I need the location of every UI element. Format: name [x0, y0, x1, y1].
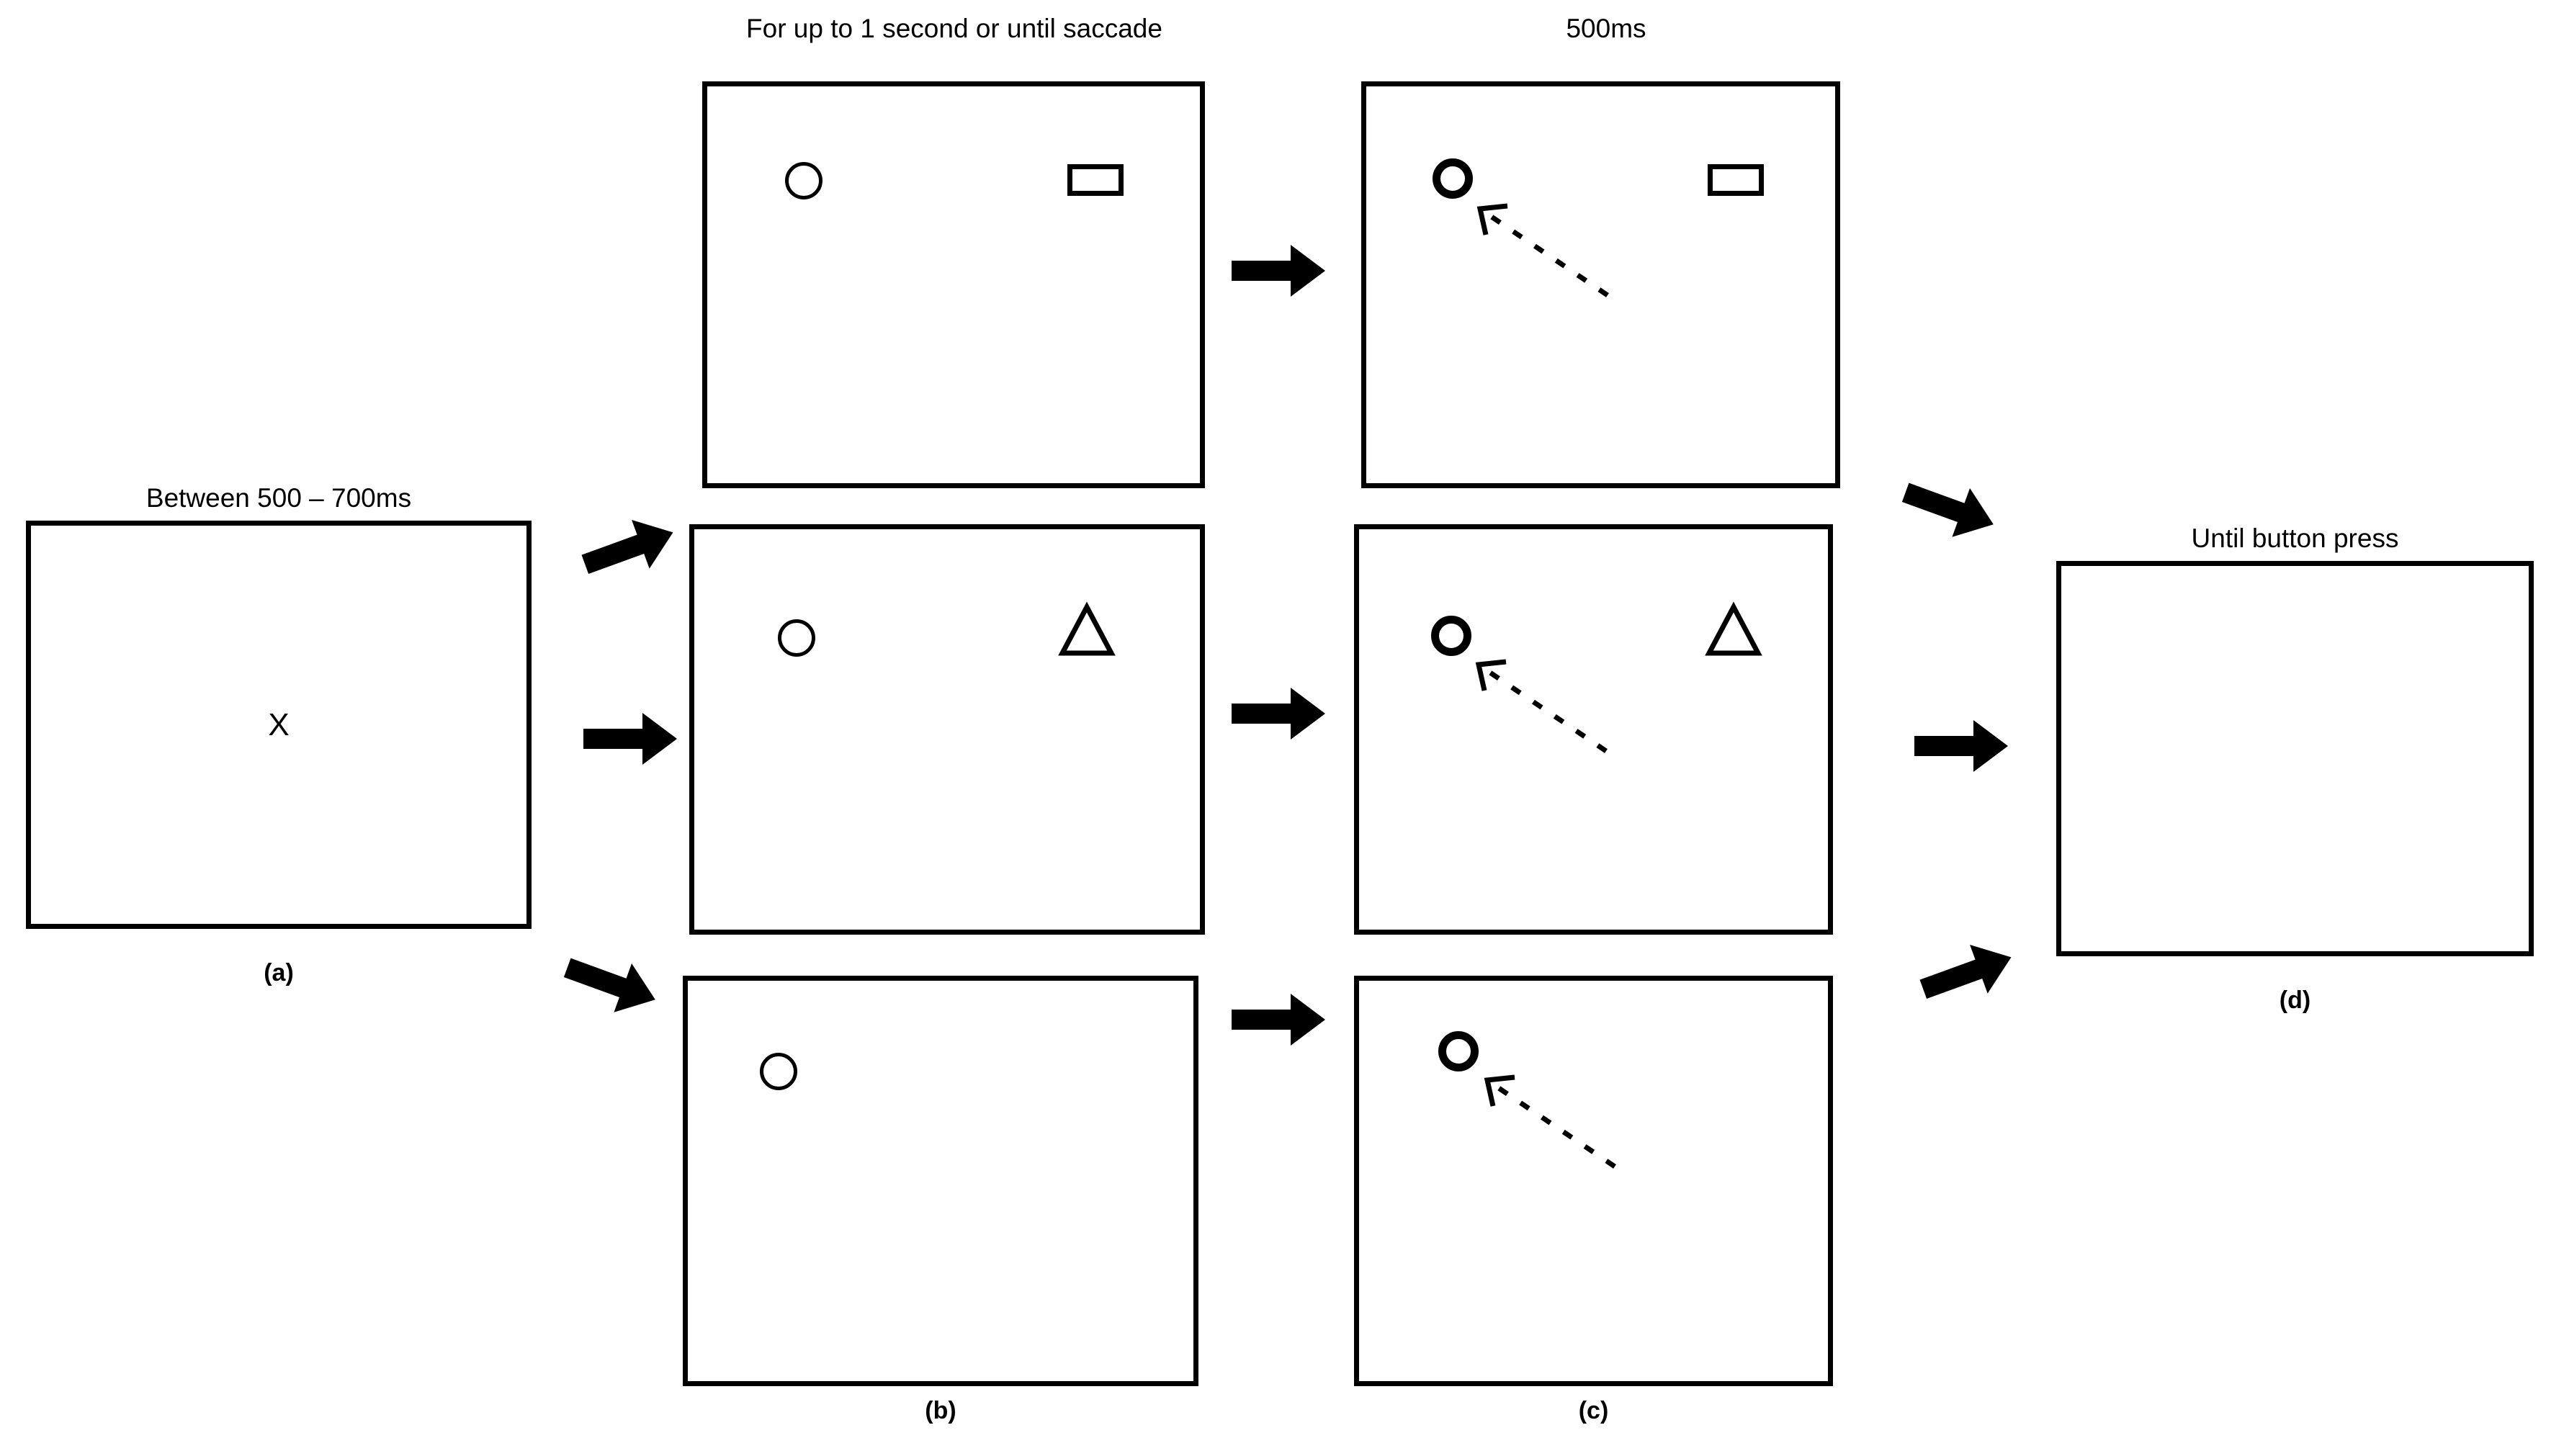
fixation-timing-label: Between 500 – 700ms	[145, 483, 412, 513]
flow-arrows-fixation-to-array	[563, 519, 677, 1012]
panel-letter-c: (c)	[1578, 1397, 1609, 1424]
distractor-triangle	[1705, 601, 1762, 656]
distractor-rectangle	[1067, 164, 1124, 196]
saccade-arrow	[1476, 203, 1609, 297]
search-array-screen-triangle-condition	[689, 524, 1205, 935]
post-saccade-screen-triangle-condition	[1354, 524, 1833, 935]
response-timing-label: Until button press	[2191, 523, 2399, 553]
search-array-screen-rectangle-condition	[702, 81, 1205, 488]
flow-arrows-array-to-post-saccade	[1232, 245, 1325, 1046]
distractor-triangle	[1058, 601, 1116, 656]
panel-letter-d: (d)	[2279, 987, 2311, 1014]
panel-letter-b: (b)	[925, 1397, 956, 1424]
response-screen	[2056, 561, 2534, 956]
post-saccade-screen-no-distractor-condition	[1354, 976, 1833, 1386]
panel-letter-a: (a)	[264, 959, 294, 987]
target-circle	[1433, 158, 1473, 199]
fixation-screen: X	[26, 521, 532, 929]
search-array-screen-no-distractor-condition	[683, 976, 1198, 1386]
distractor-rectangle	[1708, 164, 1764, 196]
target-circle	[1438, 1031, 1479, 1071]
target-circle	[1431, 616, 1471, 656]
target-circle	[778, 619, 815, 657]
target-circle	[785, 162, 822, 199]
flow-arrows-post-saccade-to-response	[1901, 482, 2012, 999]
post-saccade-screen-rectangle-condition	[1361, 81, 1840, 488]
fixation-cross: X	[268, 706, 290, 742]
saccade-arrow	[1484, 1074, 1616, 1169]
target-circle	[760, 1053, 797, 1090]
post-saccade-timing-label: 500ms	[1566, 14, 1646, 43]
search-array-timing-label: For up to 1 second or until saccade	[746, 14, 1162, 43]
saccade-arrow	[1475, 659, 1608, 753]
